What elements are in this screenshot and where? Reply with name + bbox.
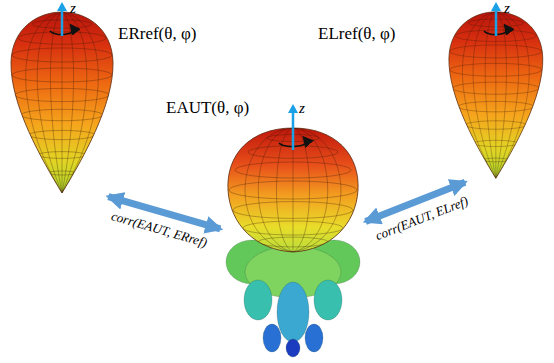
field-label: ELref(θ, φ)	[318, 24, 395, 44]
axis-label: z	[70, 0, 76, 17]
field-label: ERref(θ, φ)	[118, 24, 196, 44]
reference-pattern-left	[449, 2, 543, 178]
axis-label: z	[504, 0, 510, 17]
correlation-label: corr(EAUT, ELref)	[372, 193, 473, 244]
field-label: EAUT(θ, φ)	[166, 98, 249, 118]
correlation-label: corr(EAUT, ERref)	[108, 209, 211, 252]
pattern-node: EAUT(θ, φ)z	[226, 128, 360, 358]
axis-label: z	[299, 100, 305, 117]
aut-pattern	[226, 104, 360, 357]
pattern-node: ERref(θ, φ)z	[10, 10, 115, 195]
pattern-node: ELref(θ, φ)z	[448, 10, 545, 180]
reference-pattern-right	[11, 2, 113, 193]
